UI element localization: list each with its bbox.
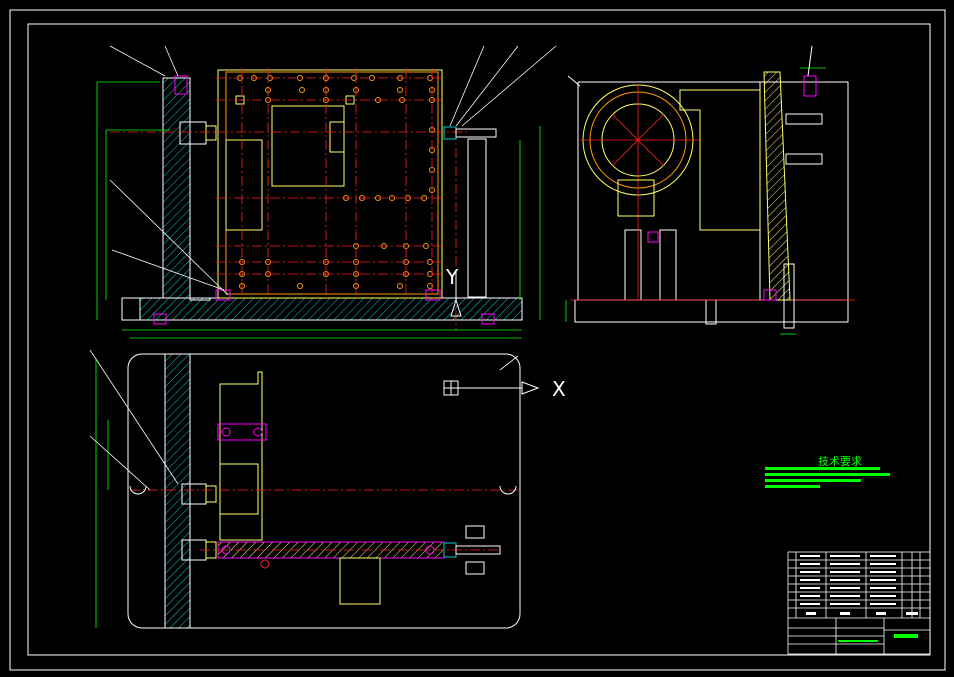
vertical-column xyxy=(162,77,211,301)
base-plate xyxy=(139,297,523,321)
inner-border xyxy=(27,23,931,656)
fixture-link-upper xyxy=(217,423,267,441)
hole-pattern xyxy=(237,75,435,289)
workpiece-body xyxy=(217,69,443,299)
top-column xyxy=(164,353,191,629)
technical-notes: 技术要求 xyxy=(765,455,890,488)
notes-title: 技术要求 xyxy=(818,455,862,468)
title-block-marks xyxy=(800,555,918,642)
side-view xyxy=(565,45,855,335)
title-block xyxy=(787,551,931,655)
side-base xyxy=(574,299,849,323)
front-view: Y xyxy=(96,45,557,339)
y-axis-label: Y xyxy=(445,265,459,289)
outer-border xyxy=(9,9,946,671)
x-axis-label: X xyxy=(552,377,566,401)
top-base-plate xyxy=(127,353,521,629)
top-view: X xyxy=(89,349,566,629)
